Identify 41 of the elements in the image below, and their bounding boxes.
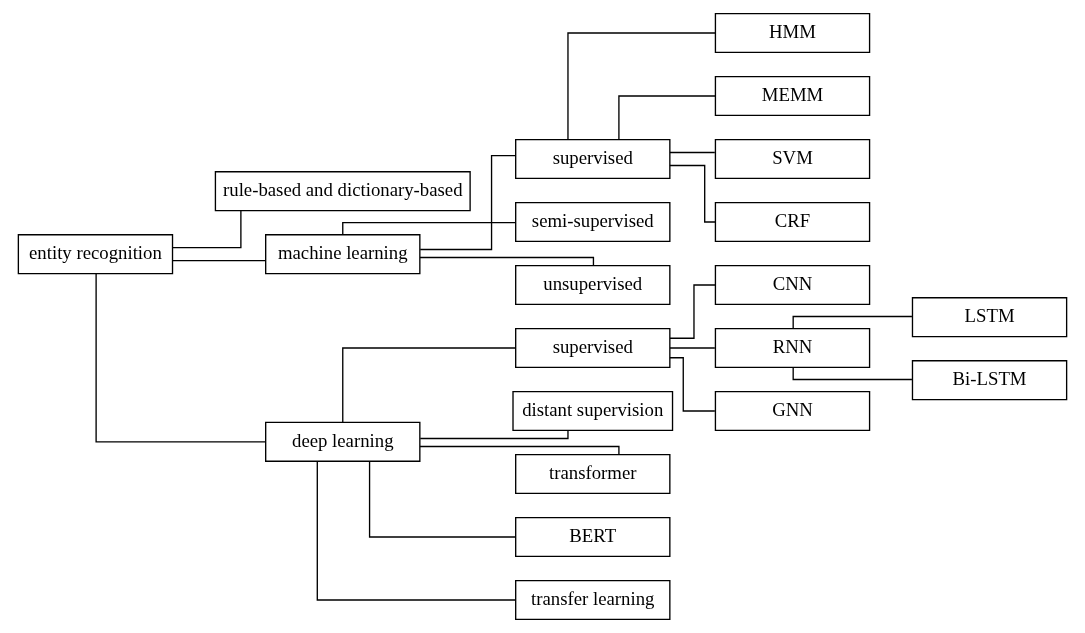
connector bbox=[669, 357, 716, 412]
connector bbox=[419, 430, 569, 440]
connector bbox=[669, 284, 717, 339]
node-box: machine learning bbox=[265, 234, 421, 275]
node-box: distant supervision bbox=[512, 390, 674, 432]
connector bbox=[95, 273, 267, 443]
node-box: rule-based and dictionary-based bbox=[214, 171, 471, 212]
connector bbox=[419, 154, 517, 251]
node-box: deep learning bbox=[265, 421, 421, 462]
node-box: CNN bbox=[714, 264, 871, 306]
node-box: semi-supervised bbox=[515, 201, 671, 243]
node-box: RNN bbox=[714, 327, 871, 369]
node-box: entity recognition bbox=[17, 234, 174, 275]
node-box: supervised bbox=[515, 138, 671, 180]
node-box: MEMM bbox=[714, 75, 871, 117]
connector bbox=[419, 445, 620, 455]
node-box: Bi-LSTM bbox=[911, 360, 1068, 401]
connector bbox=[316, 461, 517, 601]
node-box: HMM bbox=[714, 12, 871, 54]
connector bbox=[792, 367, 913, 381]
connector bbox=[172, 259, 266, 262]
connector bbox=[669, 164, 716, 223]
connector bbox=[669, 151, 716, 154]
node-box: unsupervised bbox=[515, 264, 671, 306]
node-box: CRF bbox=[714, 201, 871, 243]
node-box: transfer learning bbox=[515, 579, 671, 621]
connector bbox=[172, 210, 242, 249]
node-box: GNN bbox=[714, 390, 871, 432]
node-box: SVM bbox=[714, 138, 871, 180]
node-box: BERT bbox=[515, 516, 671, 558]
connector bbox=[342, 222, 517, 236]
node-box: LSTM bbox=[911, 297, 1068, 338]
connector bbox=[419, 256, 595, 266]
connector bbox=[567, 32, 716, 140]
connector bbox=[342, 347, 517, 424]
connector bbox=[792, 315, 913, 329]
node-box: transformer bbox=[515, 453, 671, 495]
connector bbox=[669, 347, 716, 349]
node-box: supervised bbox=[515, 327, 671, 369]
connector bbox=[368, 460, 516, 538]
connector bbox=[618, 95, 717, 141]
